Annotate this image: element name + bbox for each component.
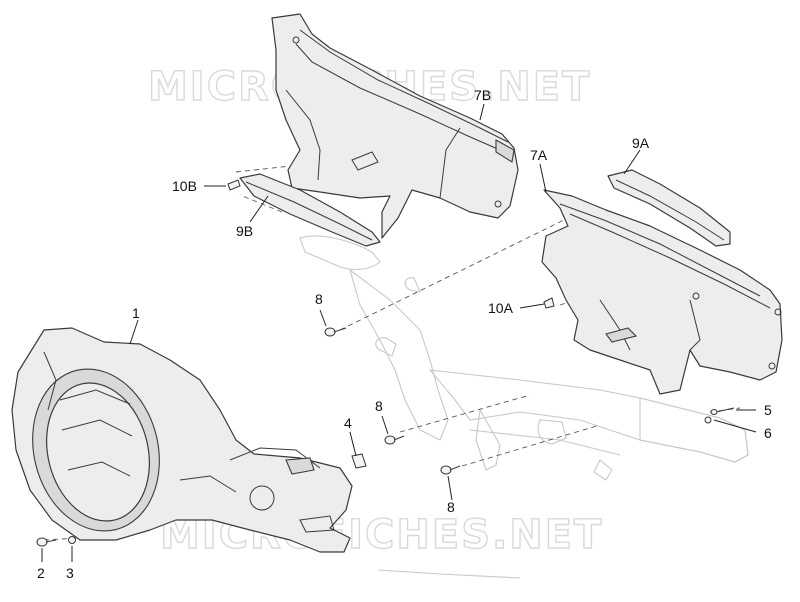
part-7A-front-cover — [541, 189, 783, 395]
callout-8-middle: 8 — [375, 398, 383, 414]
callout-7B: 7B — [474, 87, 491, 103]
callout-7A: 7A — [530, 147, 548, 163]
handlebar-ghost — [299, 235, 749, 579]
part-9B-trim — [239, 173, 381, 247]
callout-6: 6 — [764, 425, 772, 441]
callout-3: 3 — [66, 565, 74, 581]
callout-1: 1 — [132, 305, 140, 321]
part-7B-rear-cover — [271, 13, 519, 239]
callout-9A: 9A — [632, 135, 650, 151]
screw-2 — [36, 537, 57, 547]
fasteners — [36, 179, 735, 547]
part-9A-trim — [607, 169, 731, 247]
callout-10B: 10B — [172, 178, 197, 194]
screw-8-lower — [440, 465, 461, 475]
screw-8-upper — [324, 327, 347, 337]
callout-2: 2 — [37, 565, 45, 581]
callout-8-upper: 8 — [315, 291, 323, 307]
callout-9B: 9B — [236, 223, 253, 239]
callout-4: 4 — [344, 415, 352, 431]
part-1-headlight-housing — [11, 327, 353, 553]
callout-8-lower: 8 — [447, 499, 455, 515]
screw-8-middle — [384, 435, 405, 445]
leader-lines — [41, 103, 757, 562]
callout-5: 5 — [764, 402, 772, 418]
callout-10A: 10A — [488, 300, 514, 316]
callout-labels: 1 2 3 4 5 6 7A 7B 8 8 8 9A 9B 10A 10B — [37, 87, 772, 581]
